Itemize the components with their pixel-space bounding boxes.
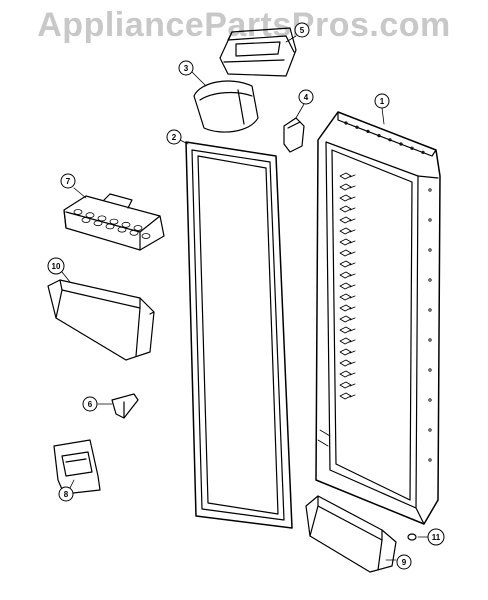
egg-cup [117,226,127,233]
egg-cup [93,220,103,227]
liner-rivet [344,121,348,125]
callout-10: 10 [47,257,71,283]
callout-9: 9 [385,554,412,570]
egg-cup [133,225,143,231]
liner-rung [339,249,356,257]
callout-3: 3 [178,60,207,87]
part-2-door-gasket [185,141,293,529]
svg-text:3: 3 [184,64,189,73]
liner-rivet [421,150,425,154]
callout-4: 4 [295,89,314,119]
liner-rung [339,205,356,213]
liner-rung [339,337,356,345]
egg-cup [105,223,115,230]
liner-rivet [428,338,432,342]
liner-rung [339,326,356,334]
liner-rung [339,227,356,235]
liner-rung [339,216,356,224]
callout-1: 1 [374,93,390,125]
watermark-text: AppliancePartsPros.com [37,6,451,44]
callout-11: 11 [417,528,445,546]
part-8-control-housing [53,439,101,495]
egg-cup [121,221,131,228]
liner-rung [339,238,356,246]
liner-rung [339,359,356,367]
liner-rivet [366,129,370,133]
svg-text:8: 8 [64,490,69,499]
liner-rung [339,348,356,356]
egg-cup [85,212,95,219]
svg-text:7: 7 [66,177,71,186]
egg-cup [129,229,139,236]
egg-cup [141,233,151,239]
liner-rung [339,183,356,191]
liner-rung [339,392,356,400]
liner-rivet [428,458,432,462]
part-1-door-liner [315,111,441,525]
liner-rung [339,381,356,389]
egg-cup [73,209,83,215]
liner-rivet [428,248,432,252]
liner-rivet [428,218,432,222]
liner-rivet [428,368,432,372]
part-11-plug [407,533,417,541]
svg-text:11: 11 [432,533,441,542]
liner-rung [339,304,356,312]
part-9-bottom-bin [305,495,397,573]
svg-text:10: 10 [52,262,61,271]
liner-rivet [355,125,359,129]
liner-rivet [399,142,403,146]
callout-6: 6 [82,396,113,412]
egg-cup [81,217,91,223]
part-7-egg-tray [63,193,165,251]
liner-rivet [388,138,392,142]
liner-rivet [377,134,381,138]
egg-cup [97,215,107,222]
liner-rung [339,282,356,290]
callout-2: 2 [166,129,189,145]
part-5-shelf-bin [219,27,297,77]
liner-rung [339,293,356,301]
liner-rung [339,370,356,378]
part-10-door-bin [47,279,155,361]
liner-rung [339,315,356,323]
svg-text:6: 6 [88,400,93,409]
liner-rung [339,172,356,180]
part-4-clip [283,117,305,153]
liner-rivet [428,278,432,282]
egg-cup [109,218,119,225]
liner-rivet [428,188,432,192]
liner-rivet [428,308,432,312]
callout-5: 5 [285,22,310,43]
liner-rung [339,194,356,202]
liner-rivet [428,398,432,402]
svg-text:1: 1 [380,97,385,106]
part-3-dairy-cover [193,80,259,133]
liner-rung [339,271,356,279]
liner-edge-rivets [344,121,432,462]
liner-rivet [428,428,432,432]
part-6-bracket [111,393,139,419]
svg-text:5: 5 [300,26,305,35]
liner-rung [339,260,356,268]
callout-8: 8 [58,479,75,502]
callout-7: 7 [60,173,87,199]
svg-text:2: 2 [172,133,177,142]
svg-text:9: 9 [402,558,407,567]
liner-rivet [410,146,414,150]
liner-shelf-rungs [339,172,356,400]
svg-text:4: 4 [304,93,309,102]
